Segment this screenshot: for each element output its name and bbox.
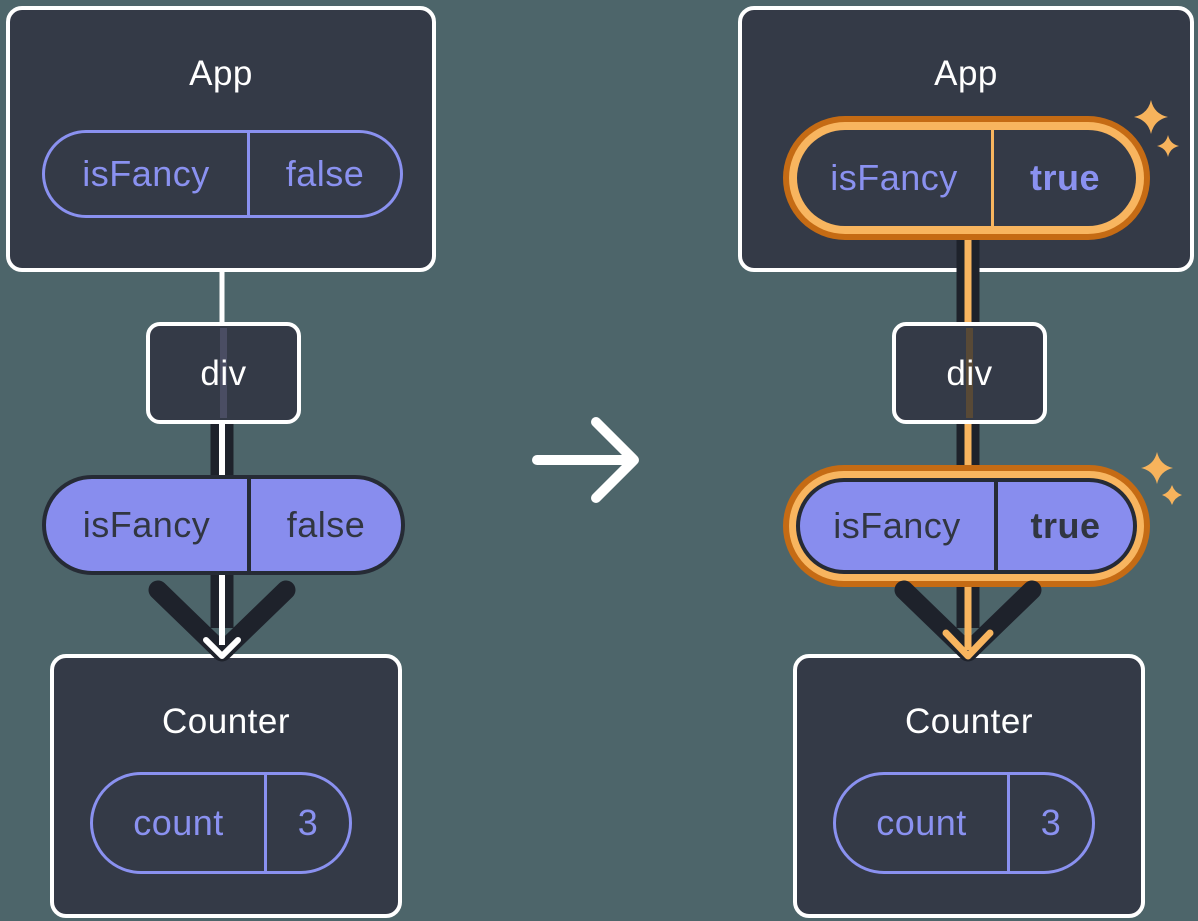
- state-value-cell: false: [285, 153, 365, 194]
- state-value-cell: true: [1029, 157, 1100, 198]
- prop-pill-after-highlighted: isFancy true: [796, 478, 1137, 574]
- counter-state-pill-before: count 3: [90, 772, 352, 874]
- state-value-cell: 3: [1040, 802, 1062, 843]
- prop-name-cell: isFancy: [46, 479, 251, 571]
- div-element-box-after: div: [892, 322, 1047, 424]
- prop-value-cell: true: [1030, 505, 1101, 546]
- component-title: App: [189, 54, 253, 93]
- sparkle-icon: [1141, 452, 1182, 505]
- prop-name-cell: isFancy: [800, 482, 998, 570]
- pass-through-line: [220, 328, 227, 418]
- pass-through-line: [966, 328, 973, 418]
- component-title: App: [934, 54, 998, 93]
- state-name-cell: isFancy: [45, 133, 250, 215]
- state-value-cell: 3: [297, 802, 319, 843]
- state-name-cell: isFancy: [797, 130, 994, 226]
- component-title: Counter: [904, 702, 1034, 741]
- app-state-pill-after-highlighted: isFancy true: [797, 130, 1136, 226]
- element-label: div: [946, 353, 993, 393]
- state-name-cell: count: [93, 775, 267, 871]
- prop-value-cell: false: [286, 504, 366, 545]
- prop-pill-before: isFancy false: [42, 475, 405, 575]
- div-element-box-before: div: [146, 322, 301, 424]
- element-label: div: [200, 353, 247, 393]
- component-title: Counter: [161, 702, 291, 741]
- counter-state-pill-after: count 3: [833, 772, 1095, 874]
- app-state-pill-before: isFancy false: [42, 130, 403, 218]
- state-name-cell: count: [836, 775, 1010, 871]
